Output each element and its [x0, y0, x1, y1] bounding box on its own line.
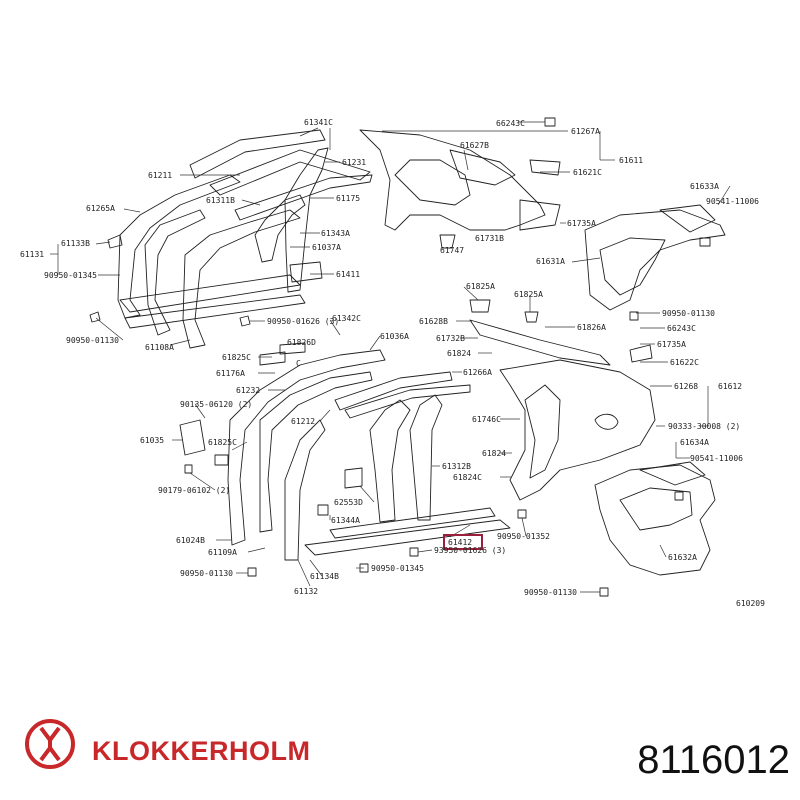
part-label[interactable]: 61824 [482, 449, 506, 458]
part-label[interactable]: 61825A [466, 282, 495, 291]
part-label[interactable]: 61826A [577, 323, 606, 332]
part-label[interactable]: 61212 [291, 417, 315, 426]
part-label[interactable]: 90950-01130 [524, 588, 577, 597]
part-label[interactable]: 61024B [176, 536, 205, 545]
part-label[interactable]: 61747 [440, 246, 464, 255]
part-label[interactable]: 61746C [472, 415, 501, 424]
part-label[interactable]: 61267A [571, 127, 600, 136]
leader-lines [50, 121, 731, 593]
rear-quarter-upper-drawing [359, 117, 726, 321]
part-label[interactable]: 61134B [310, 572, 339, 581]
part-label[interactable]: C [296, 359, 301, 368]
part-label[interactable]: 90950-01626 (3) [267, 317, 339, 326]
part-label[interactable]: 90950-01130 [180, 569, 233, 578]
part-label[interactable]: 61037A [312, 243, 341, 252]
part-label[interactable]: 61411 [336, 270, 360, 279]
part-label[interactable]: 61627B [460, 141, 489, 150]
part-label[interactable]: 90333-30008 (2) [668, 422, 740, 431]
part-label[interactable]: 61133B [61, 239, 90, 248]
part-label[interactable]: 66243C [667, 324, 696, 333]
part-label[interactable]: 61232 [236, 386, 260, 395]
highlight-box [443, 534, 483, 550]
part-label[interactable]: 61825C [222, 353, 251, 362]
part-label[interactable]: 61632A [668, 553, 697, 562]
part-label[interactable]: 90541-11006 [706, 197, 759, 206]
part-label[interactable]: 90950-01352 [497, 532, 550, 541]
part-label[interactable]: 61825C [208, 438, 237, 447]
part-label[interactable]: 90541-11006 [690, 454, 743, 463]
part-label[interactable]: 61611 [619, 156, 643, 165]
part-label[interactable]: 61211 [148, 171, 172, 180]
part-label[interactable]: 61266A [463, 368, 492, 377]
part-label[interactable]: 90950-01345 [371, 564, 424, 573]
part-label[interactable]: 61132 [294, 587, 318, 596]
klokkerholm-logo-icon [25, 719, 75, 769]
part-label[interactable]: 61344A [331, 516, 360, 525]
part-label[interactable]: 61735A [657, 340, 686, 349]
part-label[interactable]: 61342C [332, 314, 361, 323]
part-number: 8116012 [637, 738, 790, 782]
part-label[interactable]: 90950-01130 [66, 336, 119, 345]
footer: KLOKKERHOLM 8116012 [0, 700, 800, 800]
part-label[interactable]: 61265A [86, 204, 115, 213]
part-label[interactable]: 90950-01130 [662, 309, 715, 318]
part-label[interactable]: 61826D [287, 338, 316, 347]
part-label[interactable]: 61622C [670, 358, 699, 367]
part-label[interactable]: 61175 [336, 194, 360, 203]
part-label[interactable]: 61634A [680, 438, 709, 447]
part-label[interactable]: 61735A [567, 219, 596, 228]
part-label[interactable]: 90950-01345 [44, 271, 97, 280]
part-label[interactable]: 61343A [321, 229, 350, 238]
part-label[interactable]: 61231 [342, 158, 366, 167]
part-label[interactable]: 61731B [475, 234, 504, 243]
part-labels: 61341C 66243C 61267A 61627B 61211 61231 … [20, 118, 765, 608]
part-label[interactable]: 90135-06120 (2) [180, 400, 252, 409]
part-label[interactable]: 61036A [380, 332, 409, 341]
part-label[interactable]: 61825A [514, 290, 543, 299]
part-label[interactable]: 61824 [447, 349, 471, 358]
lower-body-side-drawing [179, 342, 511, 577]
part-label[interactable]: 61412 [448, 538, 472, 547]
part-label[interactable]: 61035 [140, 436, 164, 445]
part-label[interactable]: 90179-06102 (2) [158, 486, 230, 495]
figure-id: 610209 [736, 599, 765, 608]
part-label[interactable]: 61631A [536, 257, 565, 266]
part-label[interactable]: 93950-01626 (3) [434, 546, 506, 555]
part-label[interactable]: 61612 [718, 382, 742, 391]
part-label[interactable]: 61732B [436, 334, 465, 343]
part-label[interactable]: 61312B [442, 462, 471, 471]
part-label[interactable]: 61176A [216, 369, 245, 378]
part-label[interactable]: 61628B [419, 317, 448, 326]
part-label[interactable]: 61268 [674, 382, 698, 391]
part-label[interactable]: 61108A [145, 343, 174, 352]
part-label[interactable]: 61341C [304, 118, 333, 127]
parts-diagram: 61341C 66243C 61267A 61627B 61211 61231 … [20, 117, 765, 608]
part-label[interactable]: 61109A [208, 548, 237, 557]
rear-quarter-lower-drawing [469, 299, 716, 597]
part-label[interactable]: 61311B [206, 196, 235, 205]
part-label[interactable]: 66243C [496, 119, 525, 128]
front-body-side-drawing [89, 129, 373, 349]
part-label[interactable]: 61621C [573, 168, 602, 177]
brand-name: KLOKKERHOLM [92, 736, 311, 766]
part-label[interactable]: 61131 [20, 250, 44, 259]
part-label[interactable]: 61824C [453, 473, 482, 482]
part-label[interactable]: 61633A [690, 182, 719, 191]
part-label[interactable]: 62553D [334, 498, 363, 507]
